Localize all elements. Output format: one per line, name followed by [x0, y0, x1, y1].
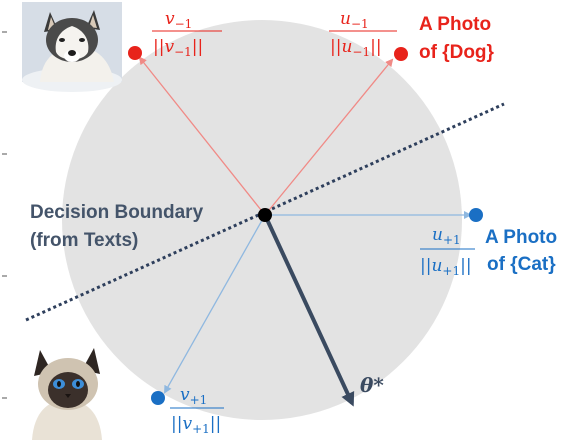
cat-photo — [32, 348, 102, 440]
svg-text:||u+1||: ||u+1|| — [420, 256, 472, 278]
fraction-v-minus: v−1 ||v−1|| — [152, 9, 222, 59]
theta-star-arrow — [263, 214, 355, 407]
svg-text:u−1: u−1 — [340, 9, 369, 31]
svg-text:||v+1||: ||v+1|| — [171, 414, 221, 436]
fraction-v-plus: v+1 ||v+1|| — [170, 385, 224, 436]
svg-text:u+1: u+1 — [432, 225, 461, 247]
svg-text:v−1: v−1 — [165, 9, 192, 31]
origin-point — [258, 208, 272, 222]
fraction-u-plus: u+1 ||u+1|| — [420, 225, 475, 278]
boundary-label-line2: (from Texts) — [30, 230, 138, 251]
vector-u-minus-arrow — [264, 58, 394, 216]
svg-text:||v−1||: ||v−1|| — [153, 37, 203, 59]
dog-class-label-line2: of {Dog} — [419, 42, 495, 63]
cat-class-label-line2: of {Cat} — [487, 254, 556, 275]
vector-v-plus-arrow — [164, 214, 266, 394]
svg-text:||u−1||: ||u−1|| — [330, 37, 382, 59]
theta-star-label: θ* — [360, 373, 384, 397]
left-edge-ticks — [2, 31, 7, 399]
boundary-label-line1: Decision Boundary — [30, 202, 204, 223]
cat-class-label-line1: A Photo — [485, 227, 557, 248]
cat-point-right — [469, 208, 483, 222]
dog-class-label-line1: A Photo — [419, 14, 491, 35]
svg-text:v+1: v+1 — [180, 385, 207, 407]
dog-point-right — [394, 47, 408, 61]
fraction-u-minus: u−1 ||u−1|| — [329, 9, 397, 59]
cat-point-bottom — [151, 391, 165, 405]
vector-v-minus-arrow — [138, 56, 266, 216]
dog-photo — [22, 2, 122, 92]
dog-point-left — [128, 46, 142, 60]
